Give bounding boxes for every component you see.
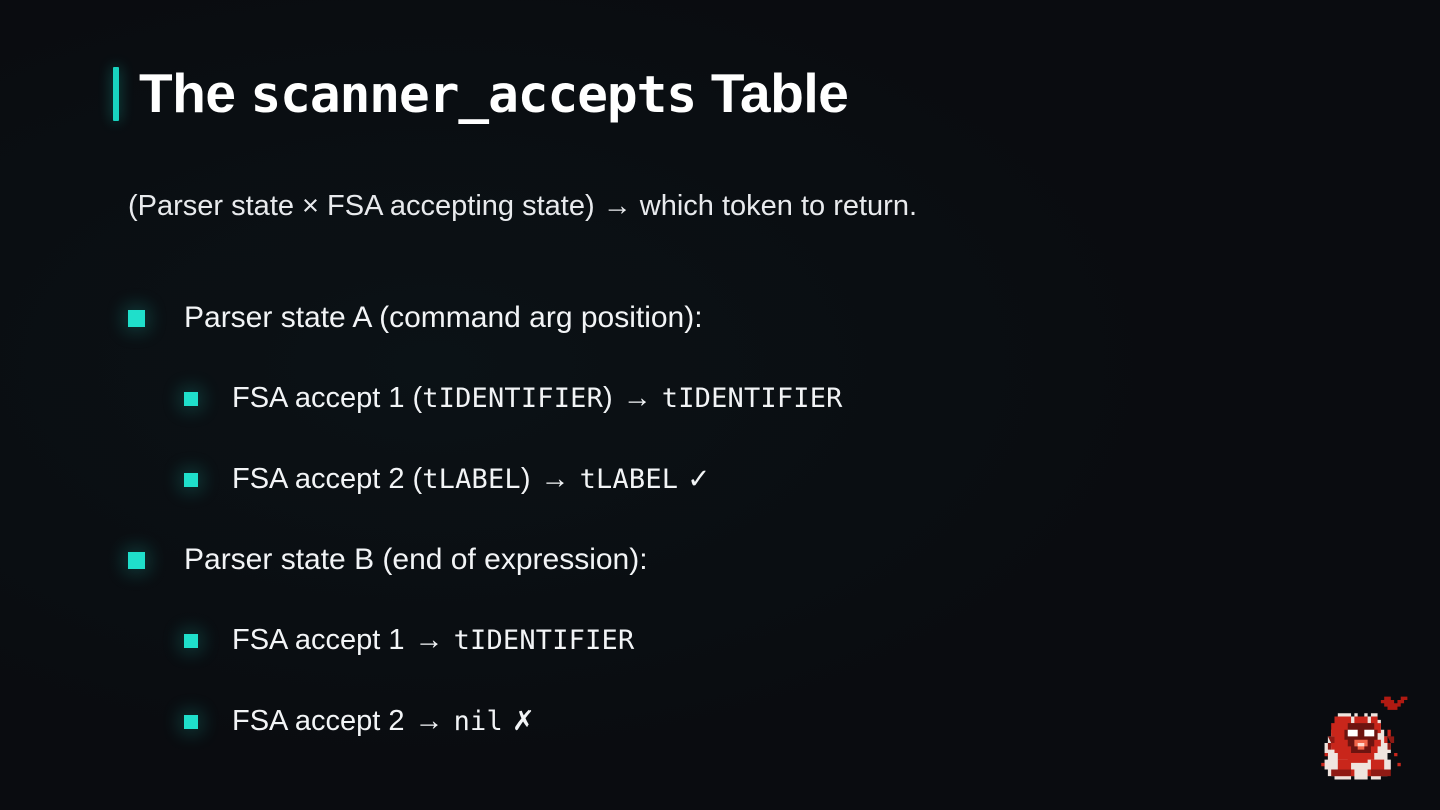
title-accent-bar	[113, 66, 119, 121]
arrow-icon: →	[414, 624, 444, 656]
bullet-square-icon	[128, 309, 145, 327]
bullet-list: Parser state A (command arg position): FS…	[0, 278, 1440, 762]
bullet-item: FSA accept 2 (tLABEL) → tLABEL✓	[0, 439, 1440, 520]
bullet-text-span	[446, 705, 454, 737]
bullet-text-span	[446, 624, 454, 656]
bullet-text-span: FSA accept 1 (	[232, 382, 423, 414]
bullet-text: FSA accept 1 → tIDENTIFIER	[232, 624, 634, 657]
bullet-square-icon	[184, 633, 198, 648]
title-code: scanner_accepts	[250, 66, 697, 125]
bullet-text: FSA accept 2 (tLABEL) → tLABEL✓	[232, 463, 710, 496]
bullet-text: FSA accept 1 (tIDENTIFIER) → tIDENTIFIER	[232, 382, 843, 415]
bullet-text-span: )	[520, 463, 539, 495]
bullet-text-span: FSA accept 1	[232, 624, 413, 656]
bullet-text: FSA accept 2 → nil ✗	[232, 705, 535, 738]
bullet-text: Parser state B (end of expression):	[184, 543, 648, 577]
bullet-text-span: Parser state B (end of expression):	[184, 543, 648, 576]
monster-body	[1321, 713, 1401, 780]
bullet-square-icon	[184, 714, 198, 729]
bullet-item: FSA accept 2 → nil ✗	[0, 681, 1440, 762]
bat-icon	[1380, 696, 1408, 710]
subtitle: (Parser state × FSA accepting state) → w…	[128, 190, 918, 222]
token-code: tIDENTIFIER	[661, 383, 843, 414]
token-code: tIDENTIFIER	[422, 383, 604, 414]
arrow-icon: →	[622, 382, 652, 414]
token-code: tLABEL	[422, 464, 521, 495]
title-prefix: The	[139, 62, 251, 124]
bullet-square-icon	[184, 391, 198, 406]
bullet-text-span	[572, 463, 580, 495]
cross-icon: ✗	[511, 705, 536, 736]
bullet-square-icon	[128, 551, 145, 569]
bullet-item: FSA accept 1 (tIDENTIFIER) → tIDENTIFIER	[0, 358, 1440, 439]
bullet-text-span: FSA accept 2 (	[232, 463, 423, 495]
bullet-square-icon	[184, 472, 198, 487]
bullet-text-span: FSA accept 2	[232, 705, 413, 737]
token-code: nil	[453, 706, 503, 737]
title-text: The scanner_accepts Table	[139, 66, 849, 122]
bullet-item: FSA accept 1 → tIDENTIFIER	[0, 600, 1440, 681]
token-code: tIDENTIFIER	[453, 625, 635, 656]
bullet-text-span	[654, 382, 662, 414]
check-icon: ✓	[687, 463, 711, 494]
token-code: tLABEL	[579, 464, 679, 495]
bullet-text-span: Parser state A (command arg position):	[184, 301, 703, 334]
arrow-icon: →	[414, 705, 444, 737]
bullet-item: Parser state B (end of expression):	[0, 520, 1440, 600]
bullet-text: Parser state A (command arg position):	[184, 301, 703, 335]
arrow-icon: →	[540, 463, 570, 495]
page-title: The scanner_accepts Table	[113, 66, 849, 121]
pixel-monster-sprite	[1306, 690, 1416, 796]
title-suffix: Table	[696, 62, 849, 124]
bullet-text-span: )	[603, 382, 621, 414]
bullet-item: Parser state A (command arg position):	[0, 278, 1440, 358]
